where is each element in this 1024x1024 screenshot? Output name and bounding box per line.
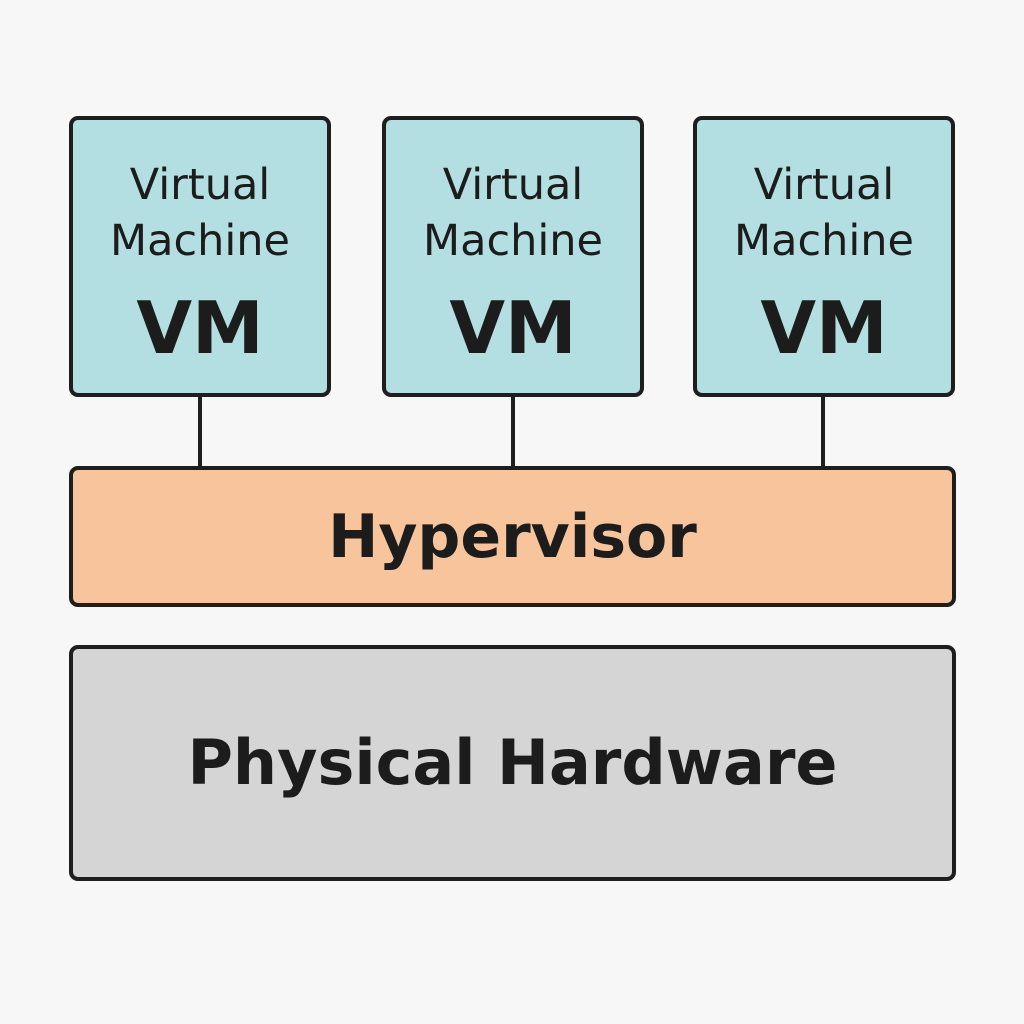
vm-title-line1: Virtual bbox=[129, 160, 271, 210]
vm-abbreviation: VM bbox=[760, 286, 888, 370]
vm-abbreviation: VM bbox=[136, 286, 264, 370]
hypervisor-label: Hypervisor bbox=[328, 501, 697, 572]
virtual-machine-box-2: Virtual Machine VM bbox=[382, 116, 644, 397]
virtual-machine-box-1: Virtual Machine VM bbox=[69, 116, 331, 397]
vm-title-line1: Virtual bbox=[442, 160, 584, 210]
vm-title-line2: Machine bbox=[734, 216, 914, 266]
vm-title-line2: Machine bbox=[423, 216, 603, 266]
vm-hypervisor-connector-3 bbox=[821, 395, 825, 470]
vm-title-line2: Machine bbox=[110, 216, 290, 266]
vm-title-line1: Virtual bbox=[753, 160, 895, 210]
physical-hardware-label: Physical Hardware bbox=[187, 726, 838, 799]
virtual-machine-box-3: Virtual Machine VM bbox=[693, 116, 955, 397]
vm-hypervisor-connector-1 bbox=[198, 395, 202, 470]
vm-abbreviation: VM bbox=[449, 286, 577, 370]
physical-hardware-layer: Physical Hardware bbox=[69, 645, 956, 881]
hypervisor-layer: Hypervisor bbox=[69, 466, 956, 607]
vm-hypervisor-connector-2 bbox=[511, 395, 515, 470]
